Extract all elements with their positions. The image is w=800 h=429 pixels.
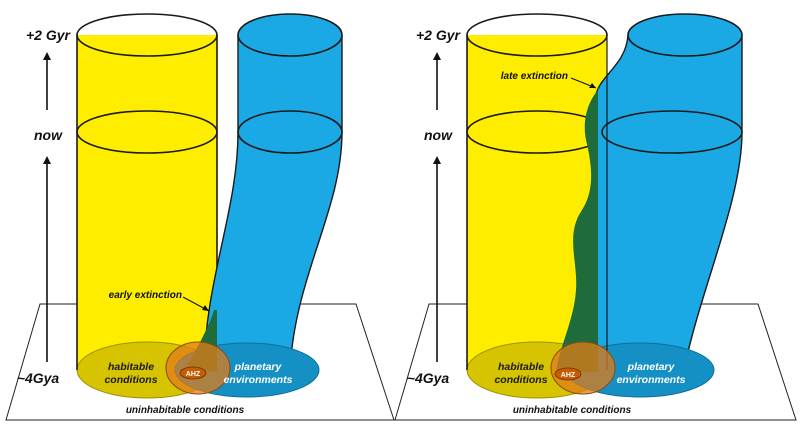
time-arrow-upper-head <box>43 52 51 60</box>
time-arrow-lower-head <box>433 156 441 164</box>
planetary-label-line1: planetary <box>627 361 676 373</box>
habitable-label-line2: conditions <box>494 374 547 386</box>
habitable-label-line1: habitable <box>108 361 154 373</box>
extinction-label: late extinction <box>501 71 568 82</box>
time-arrow-upper-head <box>433 52 441 60</box>
time-label-top: +2 Gyr <box>416 27 462 43</box>
planetary-now-ring <box>237 110 343 154</box>
planetary-top-ring <box>237 13 343 57</box>
ahz-label: AHZ <box>561 372 576 379</box>
panel-late-extinction: +2 Gyr now ~4Gya late extinction habitab… <box>394 13 797 421</box>
planetary-now-ring <box>601 110 743 154</box>
planetary-tube-right-edge <box>289 35 343 371</box>
planetary-tube-right-edge <box>683 35 743 371</box>
planetary-label-line1: planetary <box>234 361 283 373</box>
base-label: uninhabitable conditions <box>513 405 632 416</box>
planetary-tube <box>596 35 742 370</box>
habitable-label-line2: conditions <box>104 374 157 386</box>
ahz-overlap <box>550 341 616 395</box>
planetary-label-line2: environments <box>617 374 686 386</box>
time-arrow-lower-head <box>43 156 51 164</box>
time-label-bottom: ~4Gya <box>407 370 450 386</box>
life-region <box>556 88 600 372</box>
planetary-top-ring <box>627 13 743 57</box>
ahz-label: AHZ <box>186 371 201 378</box>
habitable-cylinder <box>77 35 217 370</box>
time-label-now: now <box>424 127 453 143</box>
habitable-now-ring <box>76 110 218 154</box>
ahz-badge <box>554 367 582 381</box>
time-label-bottom: ~4Gya <box>17 370 60 386</box>
extinction-label: early extinction <box>109 290 182 301</box>
time-label-now: now <box>34 127 63 143</box>
ahz-badge <box>179 366 207 380</box>
habitable-top-ring <box>76 13 218 57</box>
panel-early-extinction: +2 Gyr now ~4Gya early extinction habita… <box>5 13 395 421</box>
base-label: uninhabitable conditions <box>126 405 245 416</box>
planetary-label-line2: environments <box>224 374 293 386</box>
habitable-label-line1: habitable <box>498 361 544 373</box>
time-label-top: +2 Gyr <box>26 27 72 43</box>
